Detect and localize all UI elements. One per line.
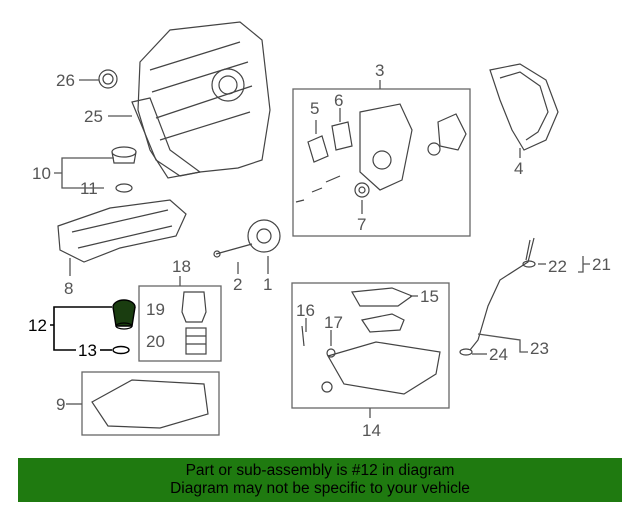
callout-25: 25 [84, 107, 103, 126]
callout-11: 11 [80, 179, 98, 198]
callout-labels: 26 25 10 11 8 12 13 9 18 19 20 2 1 3 5 6… [28, 61, 611, 440]
callout-5: 5 [310, 99, 319, 118]
callout-17: 17 [324, 313, 343, 332]
banner-line-1: Part or sub-assembly is #12 in diagram [185, 462, 455, 479]
info-banner: Part or sub-assembly is #12 in diagram D… [18, 458, 622, 502]
callout-3: 3 [375, 61, 384, 80]
callout-26: 26 [56, 71, 75, 90]
intake-manifold-drawing [131, 21, 271, 179]
gasket-4-drawing [489, 63, 559, 151]
callout-13: 13 [78, 341, 97, 360]
callout-8: 8 [64, 279, 73, 298]
gasket-9-box [81, 371, 220, 436]
callout-20: 20 [146, 332, 165, 351]
banner-line-2: Diagram may not be specific to your vehi… [170, 480, 470, 497]
part-12-filter-cap [112, 299, 136, 355]
callout-7: 7 [357, 215, 366, 234]
leader-lines [50, 79, 590, 418]
seal-26-drawing [98, 69, 118, 89]
oil-cap-10-drawing [111, 146, 137, 193]
callout-24: 24 [489, 345, 508, 364]
callout-10: 10 [32, 164, 51, 183]
timing-cover-box [292, 88, 471, 237]
callout-2: 2 [233, 275, 242, 294]
callout-6: 6 [334, 91, 343, 110]
callout-1: 1 [263, 275, 272, 294]
callout-19: 19 [146, 300, 165, 319]
callout-15: 15 [420, 287, 439, 306]
callout-14: 14 [362, 421, 381, 440]
dipstick-drawing [459, 237, 536, 356]
callout-23: 23 [530, 339, 549, 358]
callout-9: 9 [56, 395, 65, 414]
callout-12: 12 [28, 316, 47, 335]
callout-16: 16 [296, 301, 315, 320]
valve-cover-drawing [57, 199, 187, 263]
balancer-drawing [213, 219, 281, 258]
callout-18: 18 [172, 257, 191, 276]
callout-22: 22 [548, 257, 567, 276]
callout-4: 4 [514, 159, 523, 178]
callout-21: 21 [592, 255, 611, 274]
